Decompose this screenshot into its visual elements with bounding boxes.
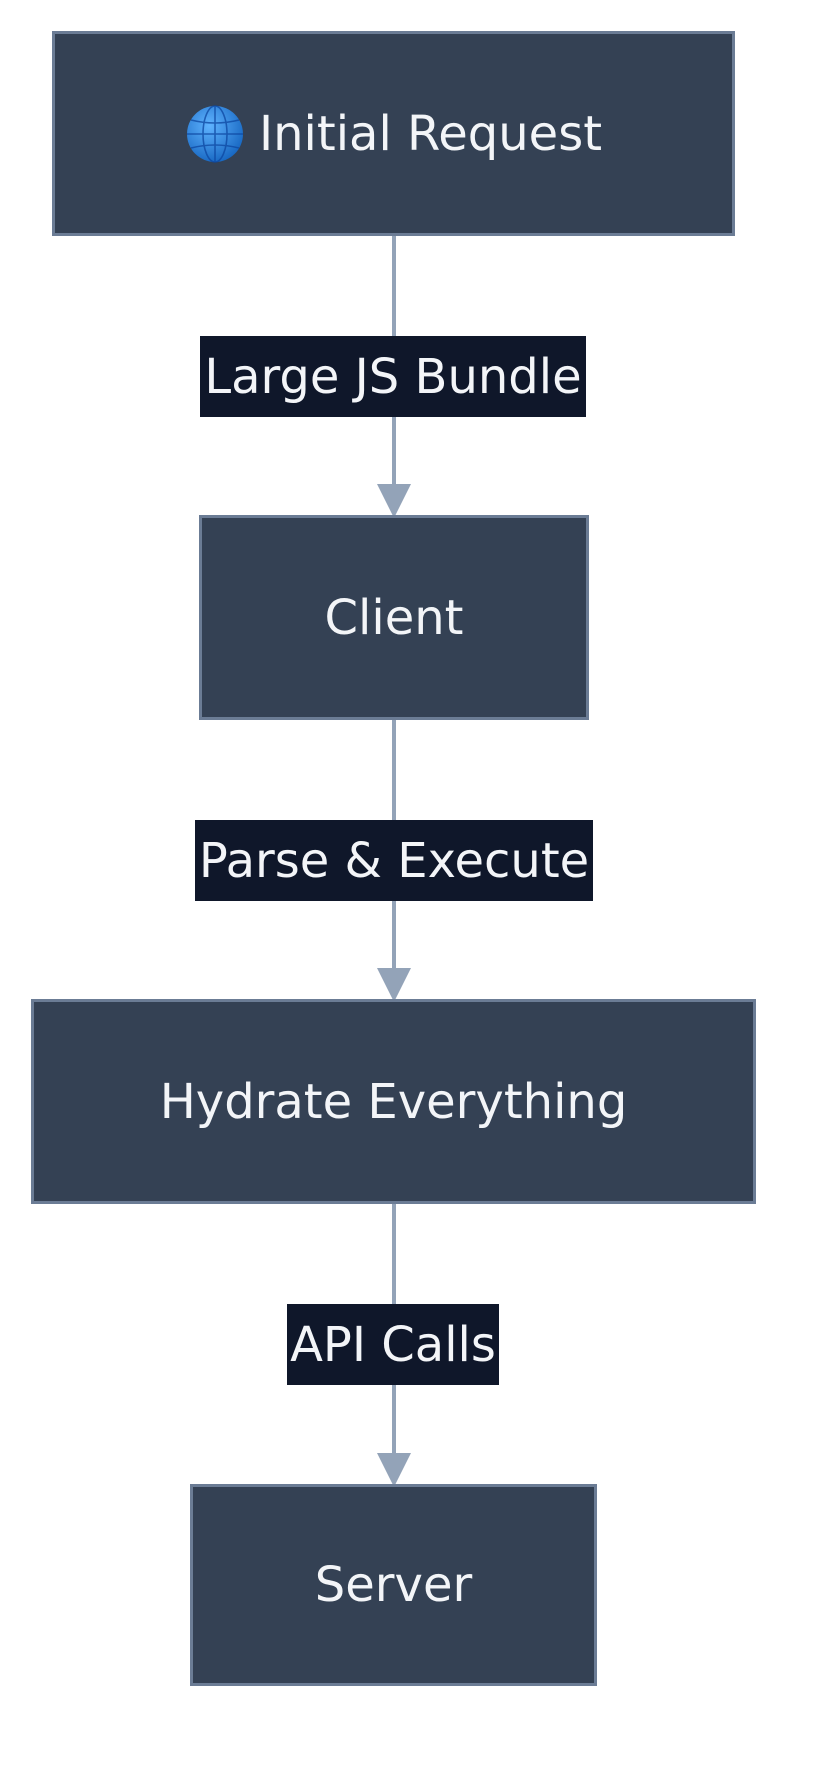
arrowhead-2	[377, 968, 411, 1002]
arrowhead-3	[377, 1453, 411, 1487]
edge-label-large-js-bundle: Large JS Bundle	[200, 336, 586, 417]
node-initial-request: Initial Request	[52, 31, 735, 236]
arrowhead-1	[377, 484, 411, 518]
node-client: Client	[199, 515, 589, 720]
edge-label-parse-execute: Parse & Execute	[195, 820, 593, 901]
node-label-hydrate-everything: Hydrate Everything	[159, 1073, 628, 1130]
node-label-initial-request: Initial Request	[258, 105, 603, 162]
node-label-server: Server	[314, 1557, 473, 1613]
globe-icon	[185, 104, 245, 164]
node-server: Server	[190, 1484, 597, 1686]
node-label-client: Client	[324, 589, 464, 646]
node-hydrate-everything: Hydrate Everything	[31, 999, 756, 1204]
edge-label-api-calls: API Calls	[287, 1304, 499, 1385]
